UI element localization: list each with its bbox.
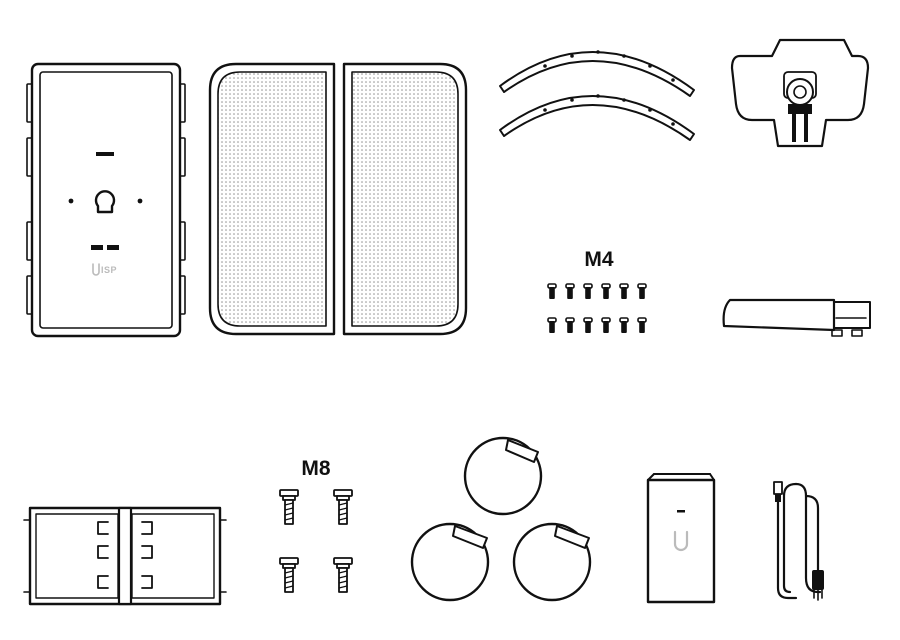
brand-mark: ISP [101,265,117,275]
curved-bracket-upper [499,50,695,97]
mount-keyhole-icon [94,190,116,214]
mount-arm [722,298,871,337]
brand-u-icon [673,530,689,552]
m4-screw-row-bottom [547,317,647,333]
m8-bolts [279,489,353,593]
mesh-reflector-right [342,62,468,336]
hose-clamp-right [512,522,592,602]
mesh-reflector-left [208,62,336,336]
m8-label: M8 [301,457,330,480]
power-cord [773,481,824,601]
hose-clamp-top [463,436,543,516]
m4-label: M4 [584,248,613,271]
curved-bracket-lower [499,94,695,141]
poe-adapter [646,473,716,604]
curved-brackets [499,50,695,141]
m4-screw-row-top [547,283,647,299]
back-housing: ISP [26,62,186,338]
brand-logo: ISP [92,263,117,276]
hose-clamp-left [410,522,490,602]
alignment-mount [730,38,870,148]
hose-clamps [410,436,592,602]
m4-screws [547,283,647,333]
hinge-bracket [23,506,227,606]
